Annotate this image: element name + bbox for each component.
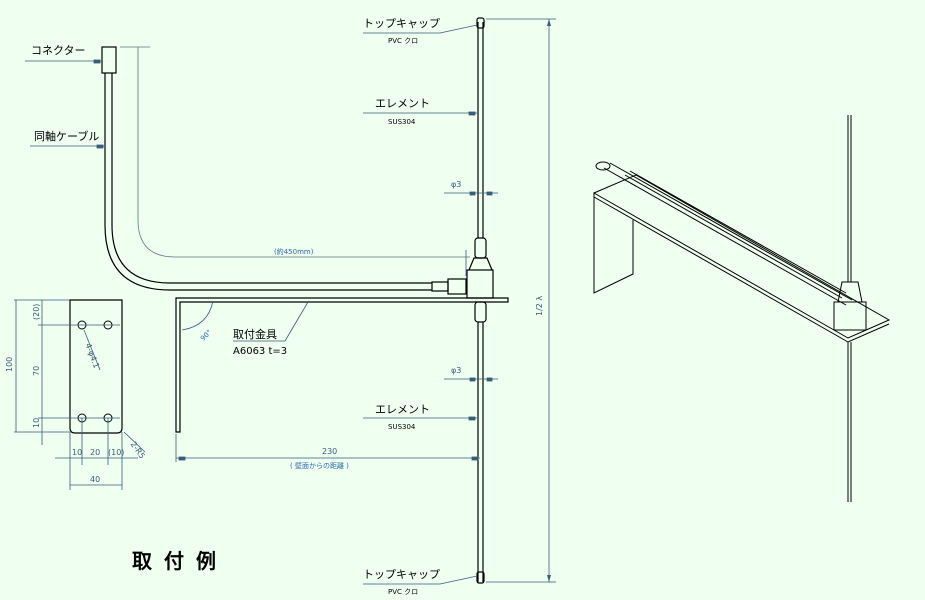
plate-bottom-offset-dim: 10 bbox=[32, 417, 41, 428]
wall-distance-note: ( 壁面からの距離 ) bbox=[290, 462, 349, 470]
bracket-label: 取付金具 bbox=[233, 328, 277, 341]
top-cap-lower-label: トップキャップ bbox=[363, 568, 440, 581]
element-lower-label: エレメント bbox=[375, 403, 430, 416]
bracket-material: A6063 t=3 bbox=[233, 346, 288, 357]
element-upper-material: SUS304 bbox=[388, 118, 416, 126]
connector-shape bbox=[101, 46, 117, 74]
coax-cable-shape bbox=[104, 73, 432, 291]
bracket-shape bbox=[175, 297, 509, 433]
top-cap-upper-material: PVC クロ bbox=[388, 37, 419, 45]
coax-cable-label: 同軸ケーブル bbox=[34, 130, 100, 143]
page-title: 取付例 bbox=[132, 549, 228, 573]
plate-detail bbox=[14, 299, 146, 490]
cable-length-dim: (約450mm) bbox=[274, 248, 314, 256]
diameter-upper-dim: φ3 bbox=[451, 180, 462, 189]
top-cap-upper-label: トップキャップ bbox=[363, 17, 440, 30]
half-wavelength-dim: 1/2 λ bbox=[535, 295, 544, 316]
top-cap-lower-material: PVC クロ bbox=[388, 588, 419, 596]
connector-label: コネクター bbox=[31, 44, 86, 57]
plate-hole-pitch-dim: 70 bbox=[32, 365, 41, 376]
diameter-lower-dim: φ3 bbox=[451, 366, 462, 375]
element-lower-material: SUS304 bbox=[388, 423, 416, 431]
isometric-view bbox=[592, 115, 891, 502]
element-upper-label: エレメント bbox=[375, 97, 430, 110]
plate-width-dim: 40 bbox=[90, 475, 101, 484]
plate-x2-dim: 20 bbox=[90, 448, 101, 457]
wall-distance-dim: 230 bbox=[322, 447, 338, 456]
plate-height-dim: 100 bbox=[5, 356, 14, 372]
plate-x3-dim: (10) bbox=[108, 448, 125, 457]
feed-block-shape bbox=[466, 269, 494, 299]
plate-top-offset-dim: (20) bbox=[32, 303, 41, 320]
plate-x1-dim: 10 bbox=[72, 448, 83, 457]
